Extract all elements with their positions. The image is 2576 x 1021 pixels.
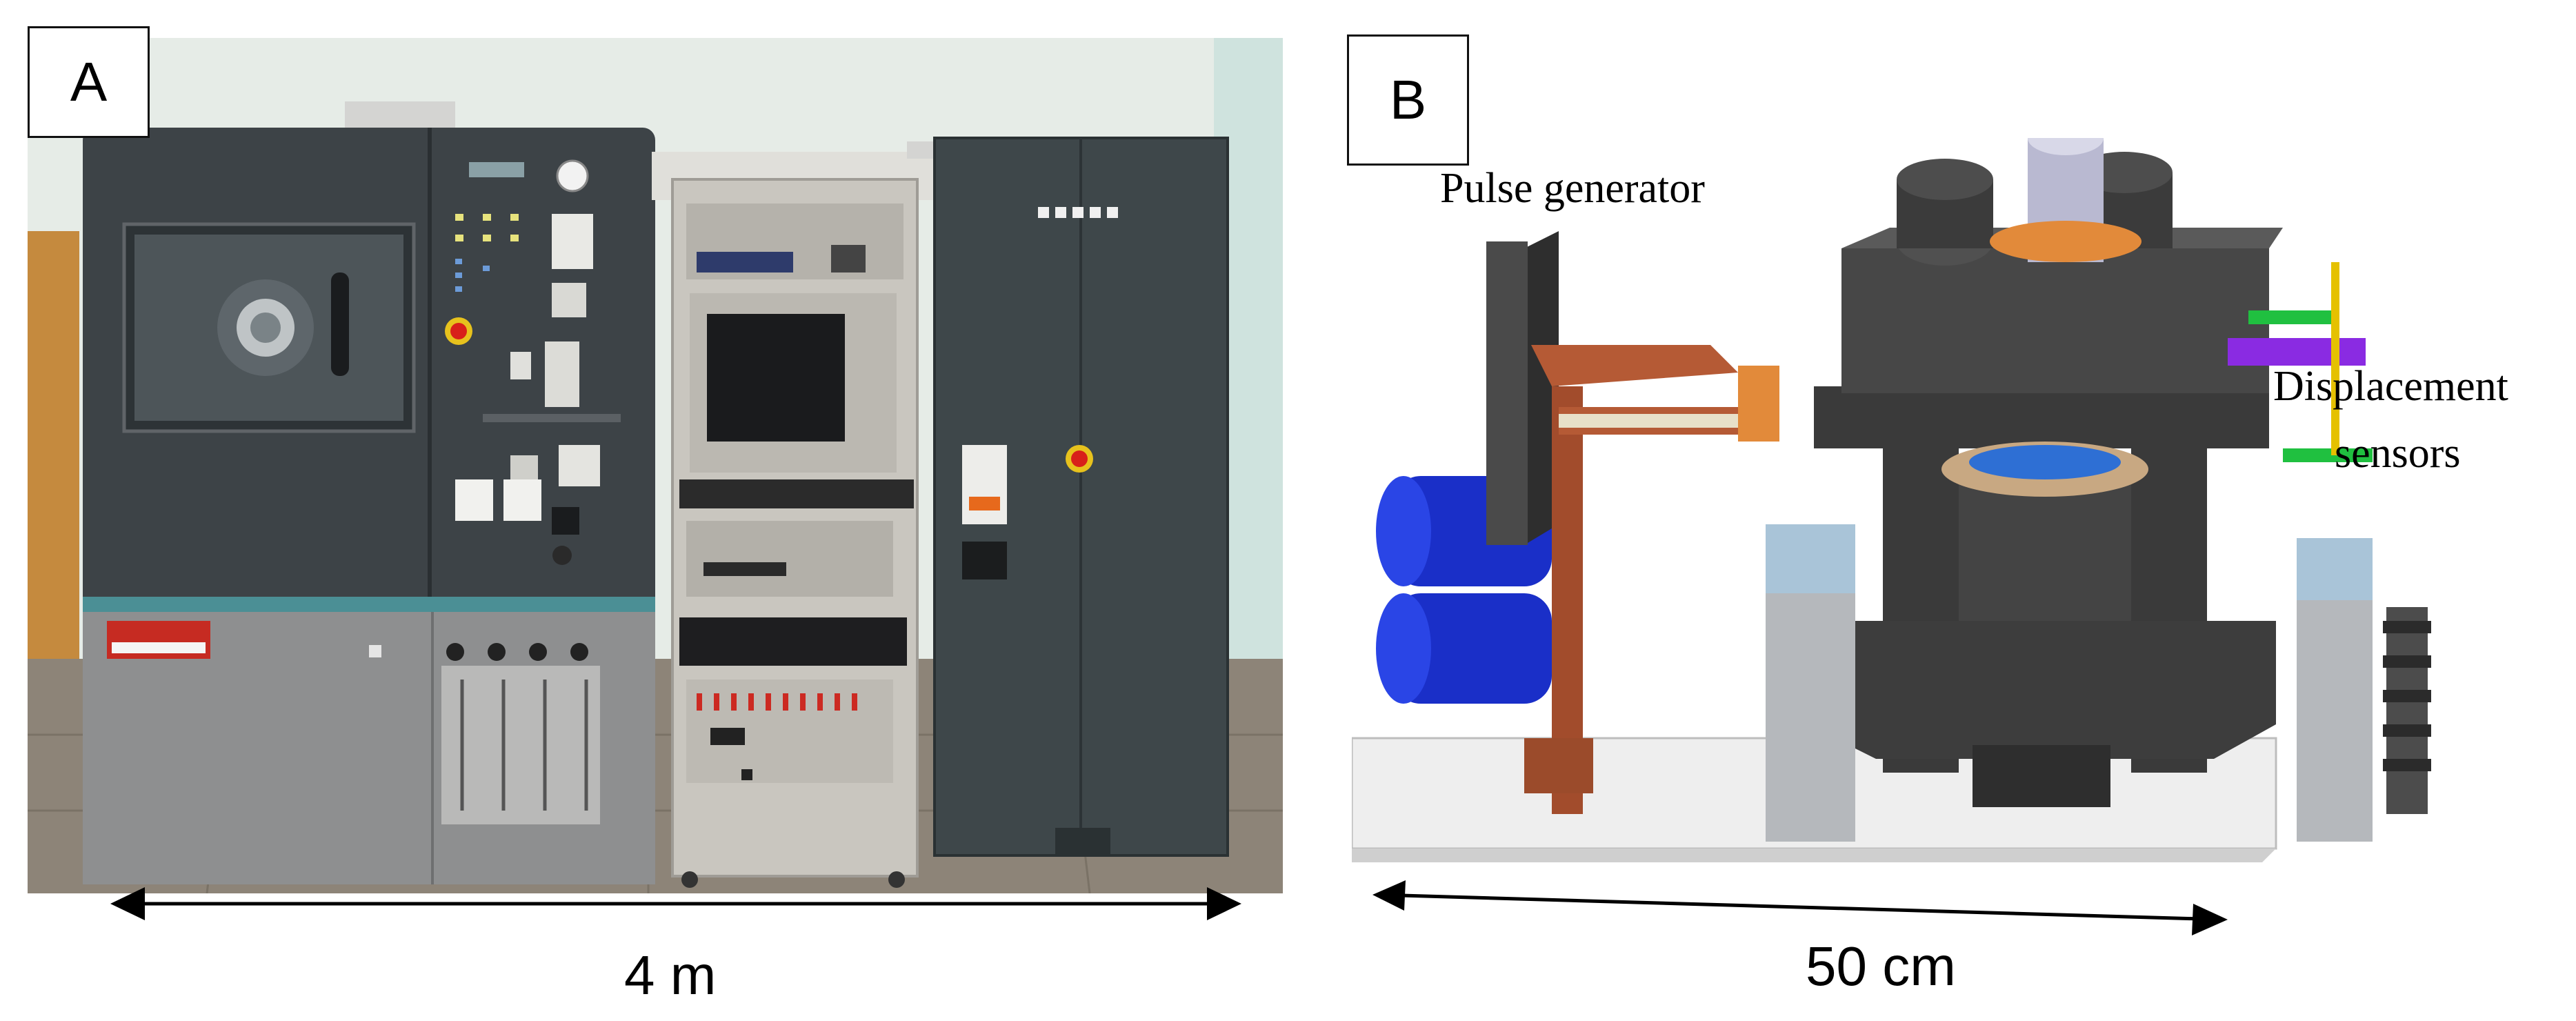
displacement-sensors-label-line1: Displacement — [2273, 363, 2508, 410]
panel-a-photo — [28, 38, 1283, 893]
double-headed-arrow-icon — [1372, 880, 2228, 935]
panel-b-scale-text: 50 cm — [1806, 935, 1956, 997]
panel-b-label: B — [1347, 34, 1469, 166]
displacement-sensors-label-line2: sensors — [2335, 430, 2461, 477]
double-headed-arrow-icon — [110, 887, 1241, 920]
panel-a-label: A — [28, 26, 150, 138]
panel-b-cad-render — [1352, 138, 2431, 862]
pulse-generator-label: Pulse generator — [1440, 165, 1705, 212]
pressure-gauge-icon — [556, 159, 589, 192]
panel-a-scale-text: 4 m — [624, 944, 717, 1006]
